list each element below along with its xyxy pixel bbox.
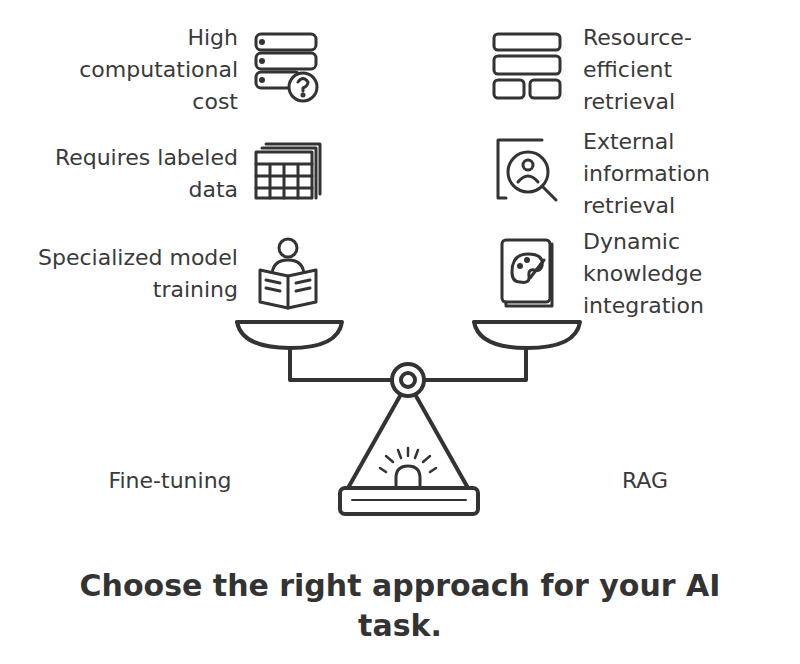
benefit-label: Dynamic knowledge integration: [583, 226, 763, 322]
search-icon: [498, 140, 556, 200]
cost-label: Requires labeled data: [28, 142, 238, 206]
benefit-label: Resource-efficient retrieval: [583, 22, 763, 118]
table-icon: [256, 144, 320, 198]
blocks-icon: [494, 34, 560, 98]
scale-stand: [340, 364, 478, 514]
cost-label: High computational cost: [28, 22, 238, 118]
approach-label: Fine-tuning: [60, 465, 280, 497]
book-icon: [502, 240, 552, 306]
cost-label: Specialized model training: [28, 242, 238, 306]
reader-icon: [260, 239, 316, 308]
approach-label: RAG: [560, 465, 730, 497]
server-icon: [256, 34, 317, 101]
caption: Choose the right approach for your AI ta…: [40, 566, 760, 646]
benefit-label: External information retrieval: [583, 126, 763, 222]
